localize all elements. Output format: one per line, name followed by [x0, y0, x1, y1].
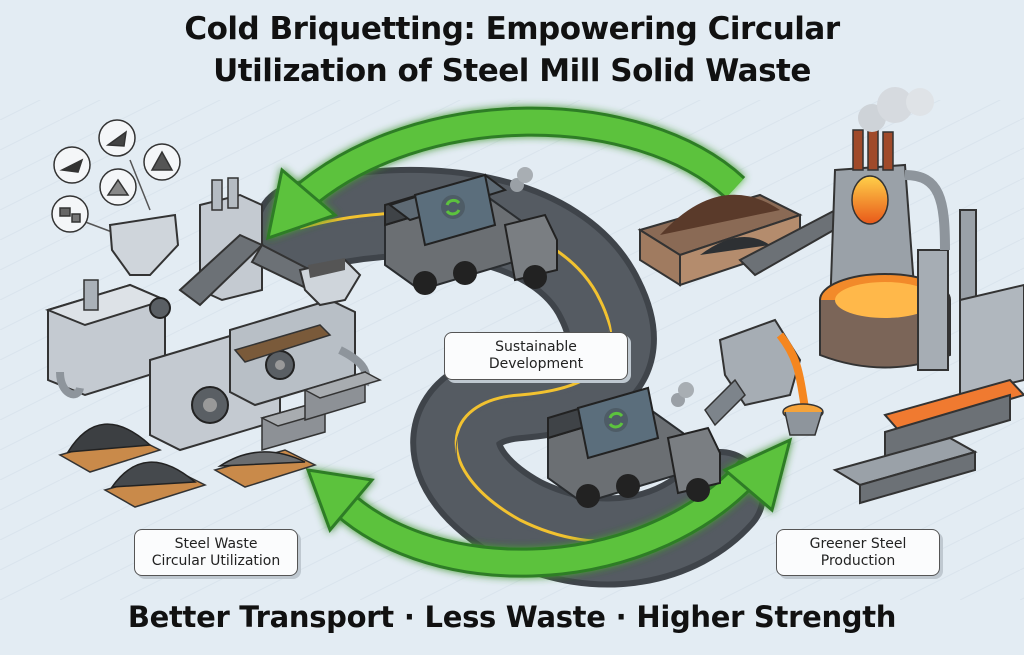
gear-icon: [191, 386, 229, 424]
truck-bottom: [547, 382, 721, 508]
gear-icon: [265, 350, 295, 380]
recycle-icon: [441, 195, 465, 219]
circular-arrows: [266, 106, 793, 578]
sustainable-development-label: Sustainable Development: [444, 332, 628, 380]
gear-icon: [149, 297, 171, 319]
page-title-line2: Utilization of Steel Mill Solid Waste: [213, 53, 811, 89]
left-label-line1: Steel Waste: [174, 535, 258, 552]
center-label-line1: Sustainable: [495, 339, 577, 355]
smoke-icon: [858, 87, 934, 132]
right-label-line1: Greener Steel: [809, 535, 907, 552]
steel-mill: [637, 87, 1024, 505]
tagline-part3: Higher Strength: [636, 600, 897, 634]
truck-top: [384, 167, 558, 295]
tagline-part1: Better Transport: [127, 600, 394, 634]
smoke-icon: [510, 167, 533, 192]
arrow-head-left: [266, 167, 338, 241]
smoke-icon: [671, 382, 694, 407]
briquetting-plant: [45, 119, 371, 452]
steel-waste-label: Steel Waste Circular Utilization: [134, 529, 298, 576]
recycle-icon: [604, 408, 628, 432]
tagline-separator: ·: [403, 600, 415, 634]
page-title-line1: Cold Briquetting: Empowering Circular: [184, 11, 840, 47]
tagline: Better Transport · Less Waste · Higher Stren…: [0, 600, 1024, 634]
greener-steel-label: Greener Steel Production: [776, 529, 940, 576]
raw-material-bubbles: [51, 119, 181, 236]
tagline-part2: Less Waste: [424, 600, 606, 634]
center-label-line2: Development: [488, 356, 584, 372]
arrow-head-right: [722, 437, 793, 513]
tagline-separator: ·: [615, 600, 627, 634]
left-label-line2: Circular Utilization: [151, 552, 281, 569]
briquette-stacks: [58, 370, 382, 508]
right-label-line2: Production: [820, 552, 896, 569]
